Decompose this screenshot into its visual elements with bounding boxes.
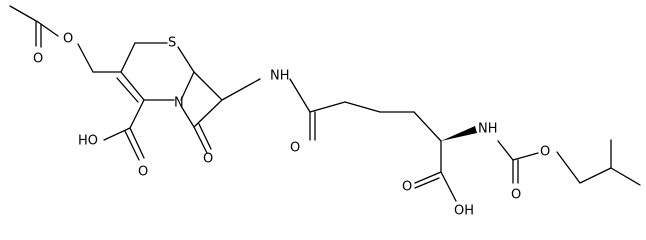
- stereo-wedge-bond: [441, 126, 477, 141]
- bond-ch2a-ch2b: [344, 101, 381, 113]
- bond-nh2-ccarb: [497, 140, 514, 161]
- bond-ch2-ch: [579, 167, 612, 184]
- bonds: [9, 5, 641, 202]
- bond-ch2c-calpha: [413, 111, 442, 142]
- bond-cooh-o-2: [124, 130, 140, 161]
- atom-nh-amide: NH: [270, 69, 290, 84]
- bond-camide-ch2a: [309, 101, 346, 113]
- atom-o-ester-link: O: [63, 32, 73, 47]
- bond-c3-c2: [120, 42, 136, 73]
- bond-c8-o-1: [193, 126, 208, 154]
- bond-c8-n: [180, 105, 195, 128]
- atom-o-amide: O: [290, 141, 300, 156]
- atom-o-acid2: O: [402, 180, 412, 195]
- atom-s-ring: S: [168, 36, 176, 51]
- bond-c4-c3-2: [116, 77, 139, 103]
- atom-o-lactam: O: [203, 152, 213, 167]
- bond-cooh2-o-1: [414, 171, 442, 184]
- structure-diagram: O O S N O HO O NH O NH O O O OH: [9, 5, 641, 219]
- bond-c7-nh: [221, 78, 261, 101]
- atom-oh-acid2: OH: [454, 204, 474, 219]
- atom-o-carbamate-carbonyl: O: [511, 188, 521, 203]
- bond-c4-c3-1: [120, 71, 145, 101]
- bond-c7-c8: [193, 99, 223, 128]
- bond-cooh-oh: [103, 127, 131, 141]
- bond-oether-ch2: [556, 151, 581, 184]
- bond-c6-c7: [193, 71, 223, 101]
- atom-o-ester-carbonyl: O: [33, 52, 43, 67]
- bond-cooh-o-1: [129, 127, 145, 159]
- bond-c8-o-2: [198, 123, 212, 150]
- bond-c4-cooh: [129, 99, 145, 129]
- bond-ch-ch3b: [610, 167, 641, 186]
- bond-cooh2-o-2: [414, 177, 440, 189]
- atom-labels: O O S N O HO O NH O NH O O O OH: [33, 32, 550, 219]
- atom-o-carbamate-ether: O: [540, 145, 550, 160]
- bond-c6-n: [180, 71, 195, 101]
- atom-oh-acid1: HO: [78, 134, 98, 149]
- bond-o-ch2: [77, 43, 94, 73]
- bond-nh-camide: [289, 78, 311, 113]
- bond-ccarb-oether: [512, 152, 539, 161]
- atom-n-ring: N: [174, 96, 184, 111]
- atom-nh-carbamate: NH: [478, 122, 498, 137]
- atom-o-acid1: O: [138, 165, 148, 180]
- bond-s-c6: [177, 46, 195, 73]
- bond-acetyl-methyl: [9, 5, 39, 23]
- bond-cooh2-oh: [440, 171, 457, 202]
